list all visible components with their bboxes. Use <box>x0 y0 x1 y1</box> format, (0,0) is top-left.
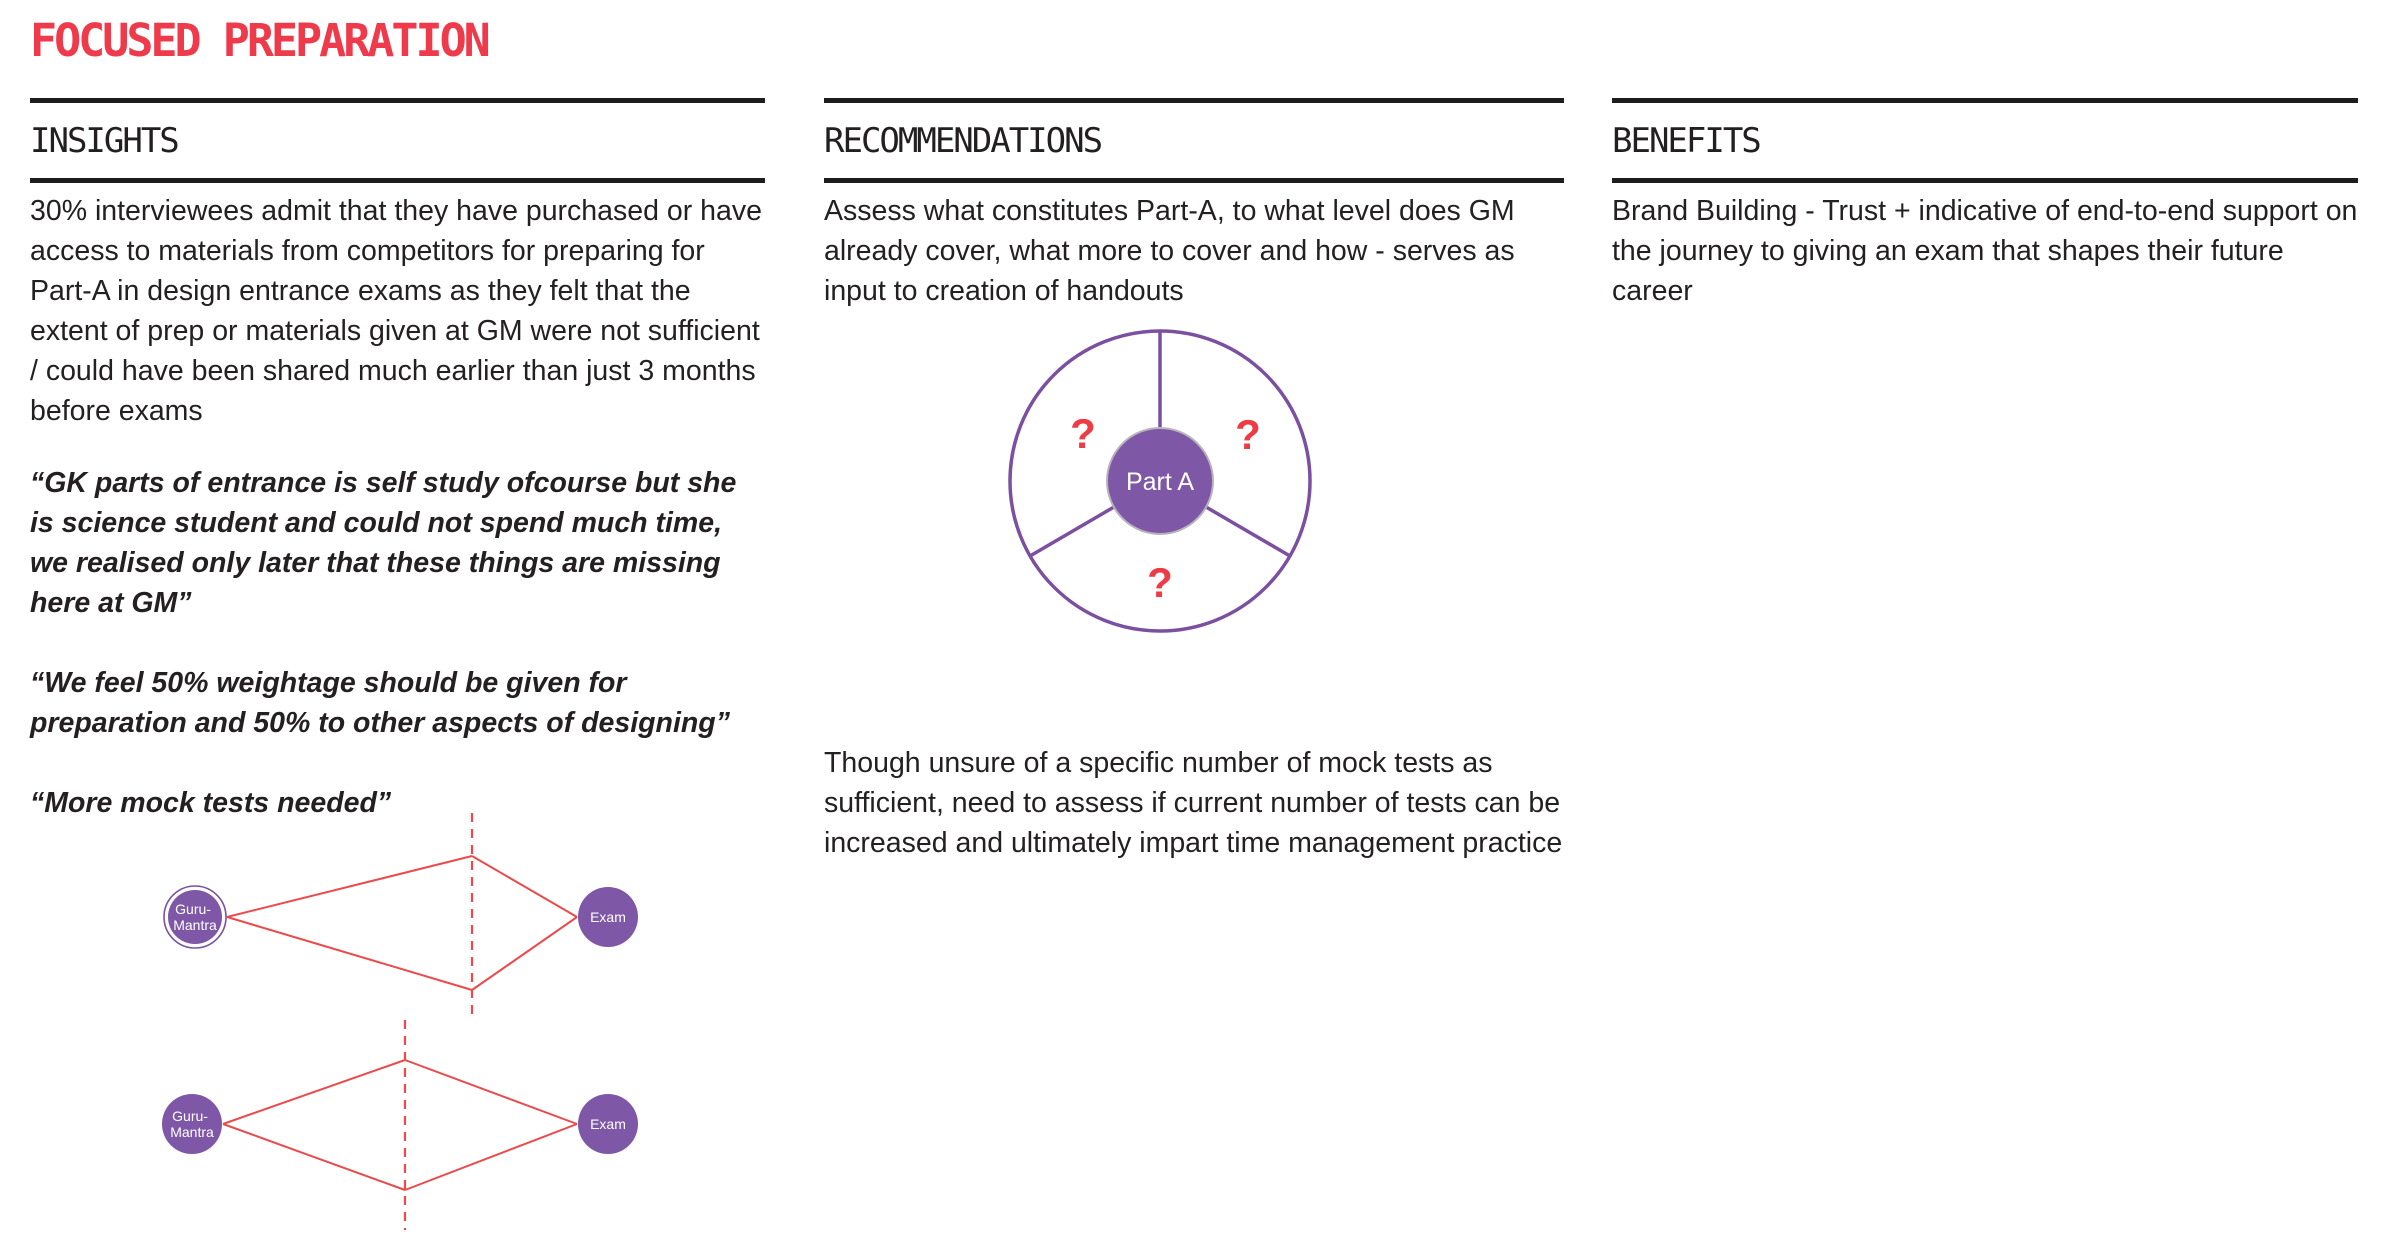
part-a-center-circle <box>1106 427 1214 535</box>
benefits-body: Brand Building - Trust + indicative of e… <box>1612 191 2358 311</box>
insights-body: 30% interviewees admit that they have pu… <box>30 191 765 823</box>
question-mark-left: ? <box>1070 410 1096 457</box>
guru-mantra-node-label: Guru- Mantra <box>170 1108 214 1140</box>
wheel-question-marks: ? ? ? <box>1070 410 1261 606</box>
benefits-header: BENEFITS <box>1612 120 1762 161</box>
recommendations-column: RECOMMENDATIONS Assess what constitutes … <box>824 98 1564 863</box>
exam-node <box>578 887 638 947</box>
question-mark-bottom: ? <box>1147 559 1173 606</box>
part-a-wheel-diagram: Part A ? ? ? <box>1008 329 1312 633</box>
kite-edges <box>222 1059 578 1191</box>
part-a-label: Part A <box>1126 468 1194 496</box>
guru-mantra-node <box>162 1094 222 1154</box>
guru-mantra-node <box>168 890 222 944</box>
benefits-header-rule: BENEFITS <box>1612 98 2358 183</box>
recommendations-paragraph-1: Assess what constitutes Part-A, to what … <box>824 195 1515 307</box>
exam-node-label: Exam <box>590 909 626 925</box>
page-title: FOCUSED PREPARATION <box>30 14 491 67</box>
insights-quote-1: “GK parts of entrance is self study ofco… <box>30 467 737 619</box>
recommendations-paragraph-2: Though unsure of a specific number of mo… <box>824 747 1563 859</box>
insights-header-rule: INSIGHTS <box>30 98 765 183</box>
insights-paragraph: 30% interviewees admit that they have pu… <box>30 195 762 427</box>
recommendations-header: RECOMMENDATIONS <box>824 120 1103 161</box>
question-mark-right: ? <box>1235 411 1261 458</box>
kite-edges <box>226 855 578 991</box>
guru-mantra-node-label: Guru- Mantra <box>173 901 217 933</box>
timeline-kite-current-diagram: Guru- Mantra Exam <box>163 813 638 1020</box>
insights-column: INSIGHTS 30% interviewees admit that the… <box>30 98 765 1230</box>
exam-node <box>578 1094 638 1154</box>
benefits-paragraph: Brand Building - Trust + indicative of e… <box>1612 195 2358 307</box>
insights-quote-2: “We feel 50% weightage should be given f… <box>30 667 730 739</box>
benefits-column: BENEFITS Brand Building - Trust + indica… <box>1612 98 2358 311</box>
recommendations-body: Assess what constitutes Part-A, to what … <box>824 191 1564 863</box>
timeline-kite-recommended-diagram: Guru- Mantra Exam <box>162 1020 638 1230</box>
wheel-spokes <box>1029 331 1291 558</box>
insights-quote-3: “More mock tests needed” <box>30 787 392 819</box>
exam-node-label: Exam <box>590 1116 626 1132</box>
recommendations-header-rule: RECOMMENDATIONS <box>824 98 1564 183</box>
insights-header: INSIGHTS <box>30 120 180 161</box>
